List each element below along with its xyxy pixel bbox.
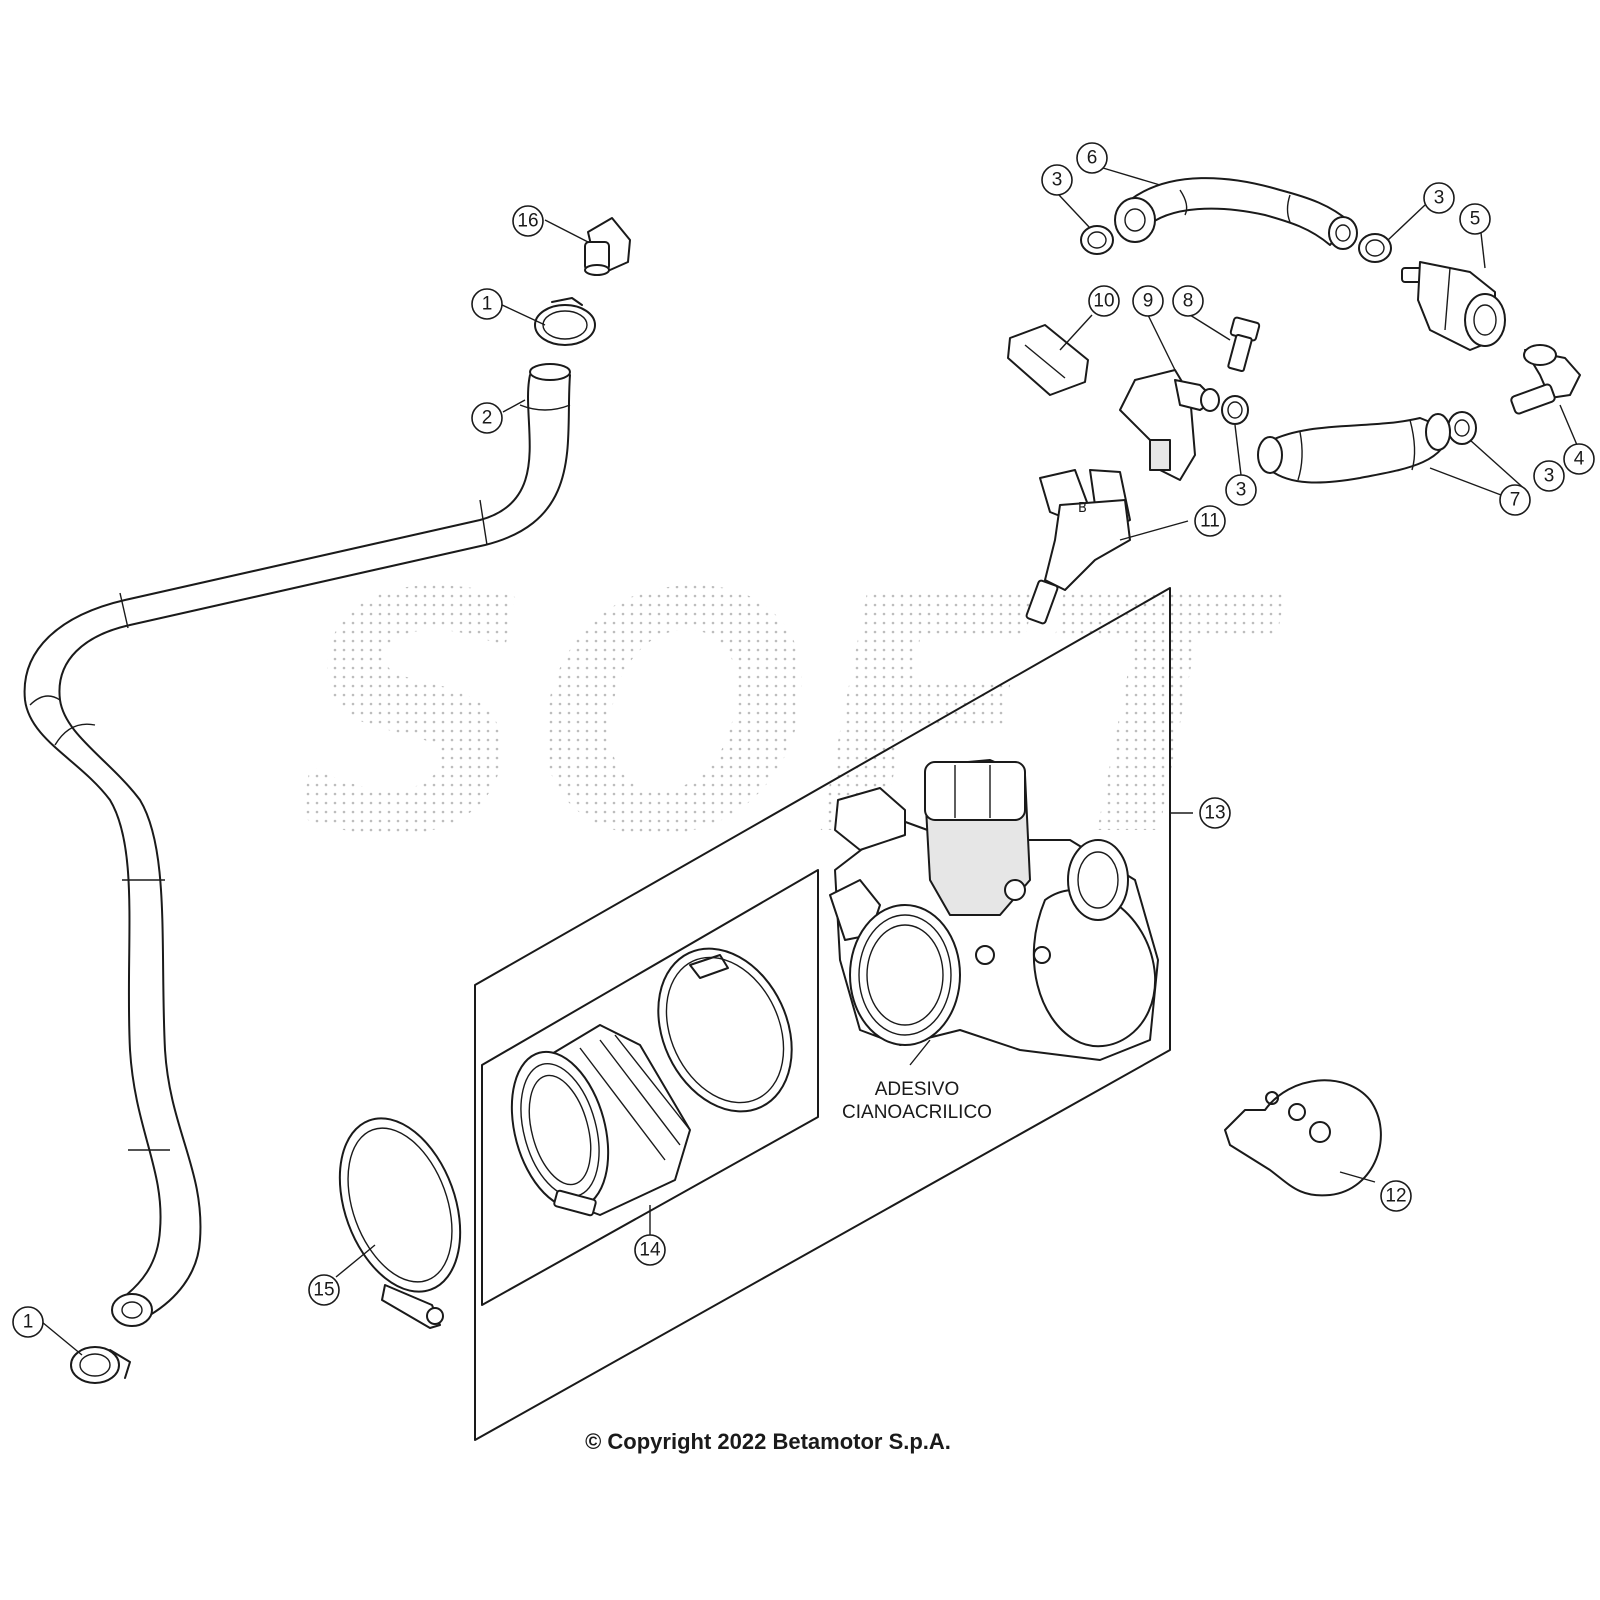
callout-label: 3 — [1236, 480, 1247, 501]
band-clamp-part-15 — [338, 1117, 462, 1329]
bolt-part-8 — [1227, 316, 1261, 373]
callout-13[interactable]: 13 — [1199, 797, 1231, 829]
clamp-part-3-a — [1080, 225, 1114, 255]
clip-part-10 — [1007, 324, 1089, 396]
callout-label: 9 — [1143, 291, 1154, 312]
clamp-part-3-c — [1221, 395, 1249, 425]
hose-part-7 — [1257, 413, 1451, 484]
adhesive-note: ADESIVO CIANOACRILICO — [842, 1079, 992, 1123]
callout-label: 3 — [1052, 170, 1063, 191]
callout-3-b[interactable]: 3 — [1423, 182, 1455, 214]
svg-text:B: B — [1078, 501, 1087, 516]
callout-label: 11 — [1200, 511, 1220, 532]
elbow-fitting-part-4 — [1510, 344, 1581, 415]
callout-3-a[interactable]: 3 — [1041, 164, 1073, 196]
adhesive-note-line-1: ADESIVO — [875, 1079, 959, 1100]
callout-7[interactable]: 7 — [1499, 484, 1531, 516]
callout-16[interactable]: 16 — [512, 205, 544, 237]
callout-4[interactable]: 4 — [1563, 443, 1595, 475]
callout-label: 1 — [482, 294, 493, 315]
clamp-part-1-bottom — [70, 1346, 131, 1384]
callout-label: 2 — [482, 408, 493, 429]
clamp-part-3-d — [1447, 411, 1477, 445]
callout-3-d[interactable]: 3 — [1533, 460, 1565, 492]
intake-manifold-part-14 — [510, 1024, 691, 1217]
leader-lines — [41, 167, 1578, 1356]
callout-9[interactable]: 9 — [1132, 285, 1164, 317]
watermark-text: SOFT — [296, 524, 1287, 908]
callout-11[interactable]: 11 — [1194, 505, 1226, 537]
fitting-part-16 — [584, 217, 631, 276]
callout-label: 8 — [1183, 291, 1194, 312]
callout-label: 7 — [1510, 490, 1521, 511]
plate-part-12 — [1224, 1079, 1382, 1197]
callout-3-c[interactable]: 3 — [1225, 474, 1257, 506]
throttle-body-group-box — [474, 587, 1171, 1441]
callout-label: 12 — [1385, 1186, 1406, 1207]
hose-part-6 — [1114, 177, 1358, 250]
callout-label: 4 — [1574, 449, 1585, 470]
callout-label: 10 — [1093, 291, 1114, 312]
hose-2-top-end — [529, 363, 571, 381]
callout-label: 6 — [1087, 148, 1098, 169]
clamp-part-3-b — [1358, 233, 1392, 263]
intake-manifold-subbox — [481, 869, 819, 1306]
adhesive-note-line-2: CIANOACRILICO — [842, 1102, 992, 1123]
callout-label: 3 — [1544, 466, 1555, 487]
band-clamp-in-subbox — [657, 947, 793, 1113]
injector-part-11: B — [1025, 469, 1131, 625]
callout-1-top[interactable]: 1 — [471, 288, 503, 320]
callout-1-bottom[interactable]: 1 — [12, 1306, 44, 1338]
hose-2-bottom-end — [111, 1293, 153, 1327]
quick-connector-part-5 — [1401, 261, 1506, 351]
callout-label: 3 — [1434, 188, 1445, 209]
watermark: SOFT — [296, 524, 1287, 908]
callout-label: 1 — [23, 1312, 34, 1333]
copyright-text: © Copyright 2022 Betamotor S.p.A. — [585, 1429, 951, 1454]
holder-part-9 — [1119, 369, 1220, 481]
callout-label: 16 — [517, 211, 538, 232]
clamp-part-1-top — [534, 297, 596, 346]
callout-5[interactable]: 5 — [1459, 203, 1491, 235]
callout-label: 15 — [313, 1280, 334, 1301]
callout-14[interactable]: 14 — [634, 1234, 666, 1266]
callout-15[interactable]: 15 — [308, 1274, 340, 1306]
callout-2[interactable]: 2 — [471, 402, 503, 434]
long-hose-part-2 — [23, 363, 571, 1327]
callout-label: 5 — [1470, 209, 1481, 230]
callout-label: 13 — [1204, 803, 1225, 824]
callout-10[interactable]: 10 — [1088, 285, 1120, 317]
callout-8[interactable]: 8 — [1172, 285, 1204, 317]
callout-6[interactable]: 6 — [1076, 142, 1108, 174]
callout-12[interactable]: 12 — [1380, 1180, 1412, 1212]
callout-label: 14 — [639, 1240, 661, 1261]
throttle-body-part-13 — [829, 759, 1159, 1061]
